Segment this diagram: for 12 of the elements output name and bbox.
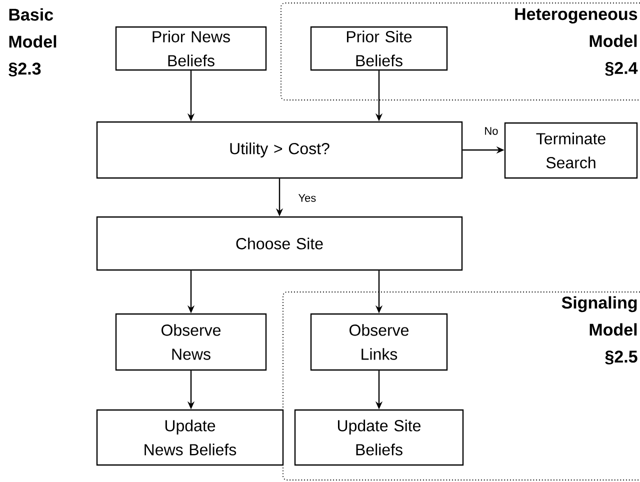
section-heading: Basic Model §2.3 [8,8,56,76]
process-box: Observe Links [310,313,448,371]
process-box: Prior Site Beliefs [310,26,448,71]
edge-label: No [483,126,500,136]
process-box: Update Site Beliefs [294,409,464,466]
process-box: Update News Beliefs [96,409,284,466]
process-box: Utility > Cost? [96,121,463,179]
process-box: Choose Site [96,216,463,271]
process-box: Prior News Beliefs [115,26,267,71]
process-box: Observe News [115,313,267,371]
process-box: Terminate Search [504,122,638,179]
edge-label: Yes [297,193,318,203]
